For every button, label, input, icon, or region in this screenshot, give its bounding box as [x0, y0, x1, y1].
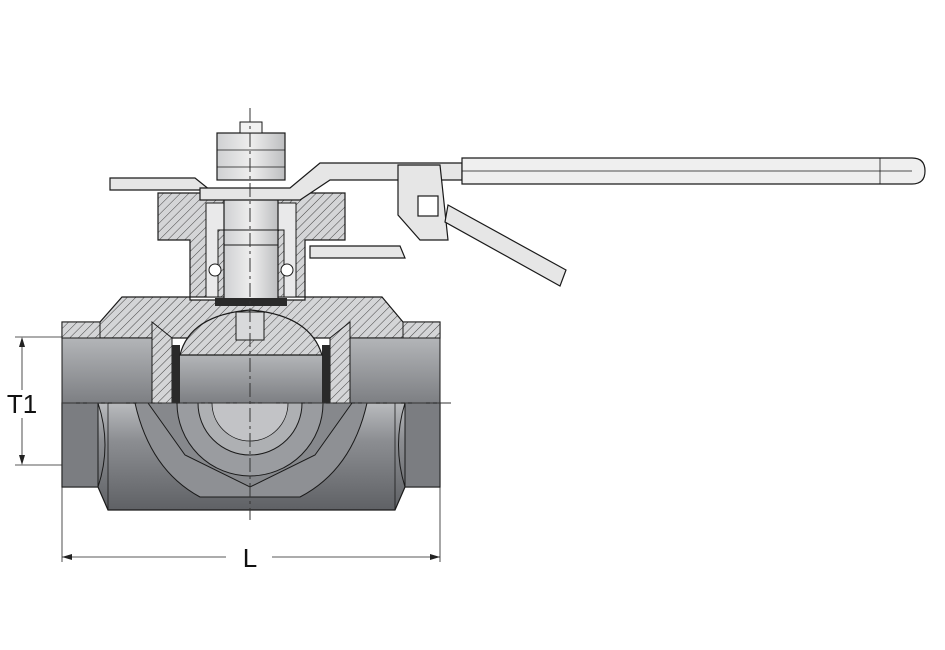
stem-nut	[216, 121, 286, 181]
lever-handle	[109, 157, 926, 287]
valve-body-lower	[61, 402, 441, 511]
centerlines	[62, 108, 455, 520]
dimension-l: L	[61, 487, 441, 573]
dimension-t1: T1	[7, 336, 62, 466]
valve-body-upper-section	[61, 296, 441, 404]
valve-stem	[208, 194, 294, 306]
dimension-l-label: L	[243, 543, 257, 573]
dimension-t1-label: T1	[7, 389, 37, 419]
